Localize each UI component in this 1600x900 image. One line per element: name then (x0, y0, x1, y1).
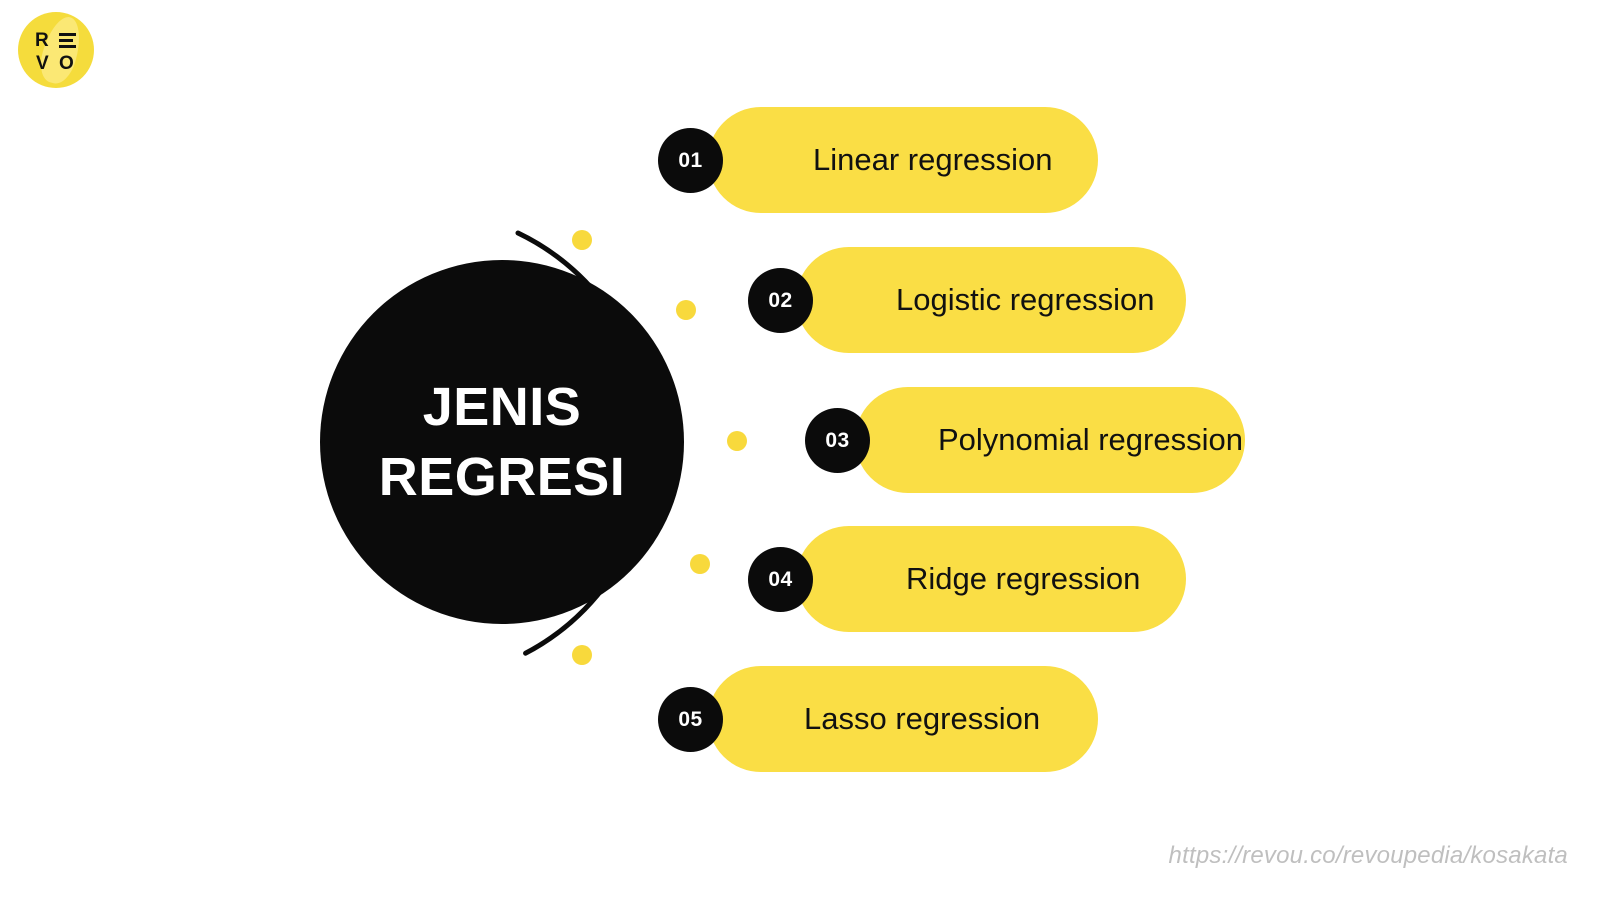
source-url[interactable]: https://revou.co/revoupedia/kosakata (1168, 842, 1568, 869)
item-label-2: Logistic regression (896, 282, 1155, 317)
revou-logo[interactable]: R V O (18, 12, 94, 88)
orbit-dot-2 (676, 300, 696, 320)
orbit-dot-4 (690, 554, 710, 574)
item-number-5: 05 (678, 707, 703, 731)
logo-letter-r: R (35, 30, 49, 51)
logo-letter-o: O (59, 53, 74, 74)
item-pill-4[interactable]: Ridge regression (796, 526, 1186, 632)
item-pill-1[interactable]: Linear regression (708, 107, 1098, 213)
item-number-2: 02 (768, 288, 793, 312)
hub-title-line-1: JENIS (422, 376, 582, 437)
item-label-5: Lasso regression (804, 701, 1041, 736)
item-badge-1: 01 (658, 128, 723, 193)
item-label-3: Polynomial regression (938, 422, 1243, 457)
hub-circle: JENIS REGRESI (320, 260, 684, 624)
hub-title-line-2: REGRESI (378, 447, 626, 507)
logo-letter-e-bars-icon (59, 33, 76, 48)
logo-letter-v: V (36, 53, 49, 74)
item-badge-4: 04 (748, 547, 813, 612)
item-pill-5[interactable]: Lasso regression (708, 666, 1098, 772)
list-item[interactable]: Logistic regression 02 (748, 247, 1186, 353)
orbit-dot-5 (572, 645, 592, 665)
item-number-4: 04 (768, 567, 793, 591)
orbit-dot-1 (572, 230, 592, 250)
item-label-1: Linear regression (813, 142, 1053, 177)
list-item[interactable]: Lasso regression 05 (658, 666, 1098, 772)
item-badge-3: 03 (805, 408, 870, 473)
item-number-3: 03 (825, 428, 850, 452)
item-pill-2[interactable]: Logistic regression (796, 247, 1186, 353)
item-pill-3[interactable]: Polynomial regression (855, 387, 1245, 493)
item-badge-2: 02 (748, 268, 813, 333)
list-item[interactable]: Polynomial regression 03 (805, 387, 1245, 493)
item-badge-5: 05 (658, 687, 723, 752)
list-item[interactable]: Ridge regression 04 (748, 526, 1186, 632)
orbit-dot-3 (727, 431, 747, 451)
list-item[interactable]: Linear regression 01 (658, 107, 1098, 213)
item-number-1: 01 (678, 148, 703, 172)
item-label-4: Ridge regression (906, 561, 1141, 596)
